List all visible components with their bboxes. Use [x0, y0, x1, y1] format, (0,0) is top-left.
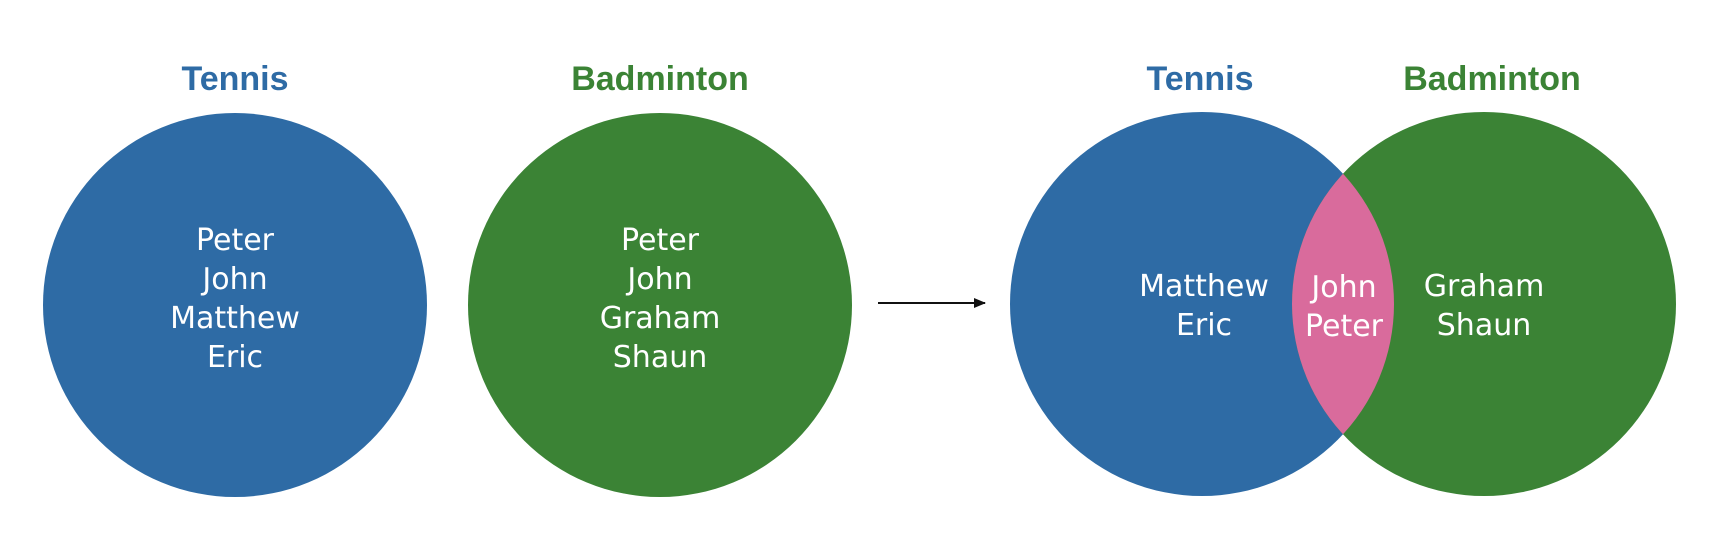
tennis-set-title: Tennis — [181, 60, 288, 98]
badminton-set-circle — [468, 113, 852, 497]
venn-tennis-only-member: Eric — [1176, 308, 1232, 343]
tennis-member: John — [200, 262, 267, 297]
venn-tennis-only-member: Matthew — [1139, 269, 1269, 304]
badminton-member: Shaun — [613, 340, 707, 375]
venn-tennis-title: Tennis — [1146, 60, 1253, 98]
venn-both-member: Peter — [1305, 309, 1384, 344]
tennis-set-circle — [43, 113, 427, 497]
badminton-set-title: Badminton — [571, 60, 749, 98]
tennis-member: Matthew — [170, 301, 300, 336]
badminton-member: John — [625, 262, 692, 297]
tennis-member: Eric — [207, 340, 263, 375]
venn-both-member: John — [1309, 270, 1376, 305]
venn-tennis-circle — [1010, 112, 1394, 496]
venn-badminton-title: Badminton — [1403, 60, 1581, 98]
badminton-member: Graham — [600, 301, 721, 336]
venn-badminton-only-member: Graham — [1424, 269, 1545, 304]
venn-badminton-circle — [1292, 112, 1676, 496]
tennis-member: Peter — [196, 223, 275, 258]
badminton-member: Peter — [621, 223, 700, 258]
venn-badminton-only-member: Shaun — [1437, 308, 1531, 343]
